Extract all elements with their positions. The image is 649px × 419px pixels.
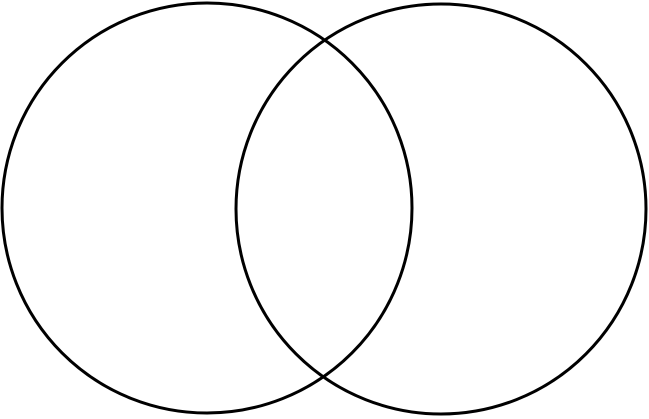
venn-circle-left xyxy=(0,1,414,415)
venn-circle-right xyxy=(234,2,648,416)
